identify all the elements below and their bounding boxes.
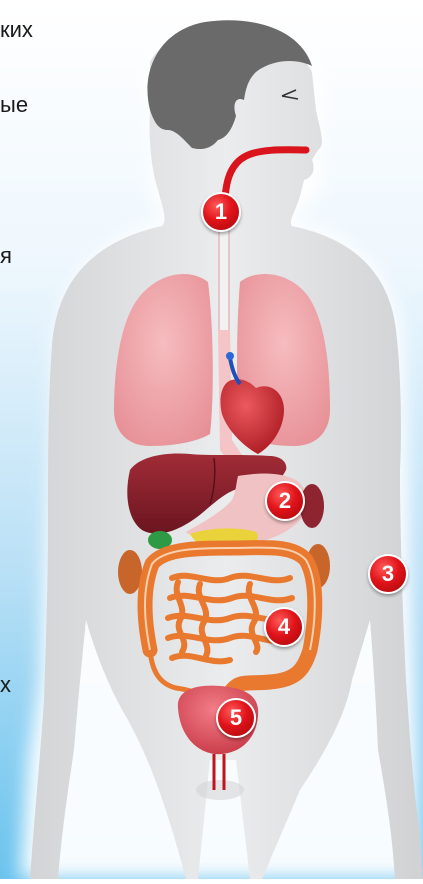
marker-1: 1 bbox=[201, 192, 241, 232]
text-fragment-4: х bbox=[0, 673, 11, 697]
text-fragment-2: ые bbox=[0, 93, 28, 117]
kidney-left bbox=[118, 550, 142, 594]
text-fragment-3: я bbox=[0, 244, 12, 268]
marker-4: 4 bbox=[264, 607, 304, 647]
marker-3: 3 bbox=[368, 554, 408, 594]
text-fragment-1: ких bbox=[0, 18, 33, 42]
marker-2: 2 bbox=[265, 481, 305, 521]
bladder-shadow bbox=[196, 780, 244, 800]
marker-5: 5 bbox=[216, 698, 256, 738]
